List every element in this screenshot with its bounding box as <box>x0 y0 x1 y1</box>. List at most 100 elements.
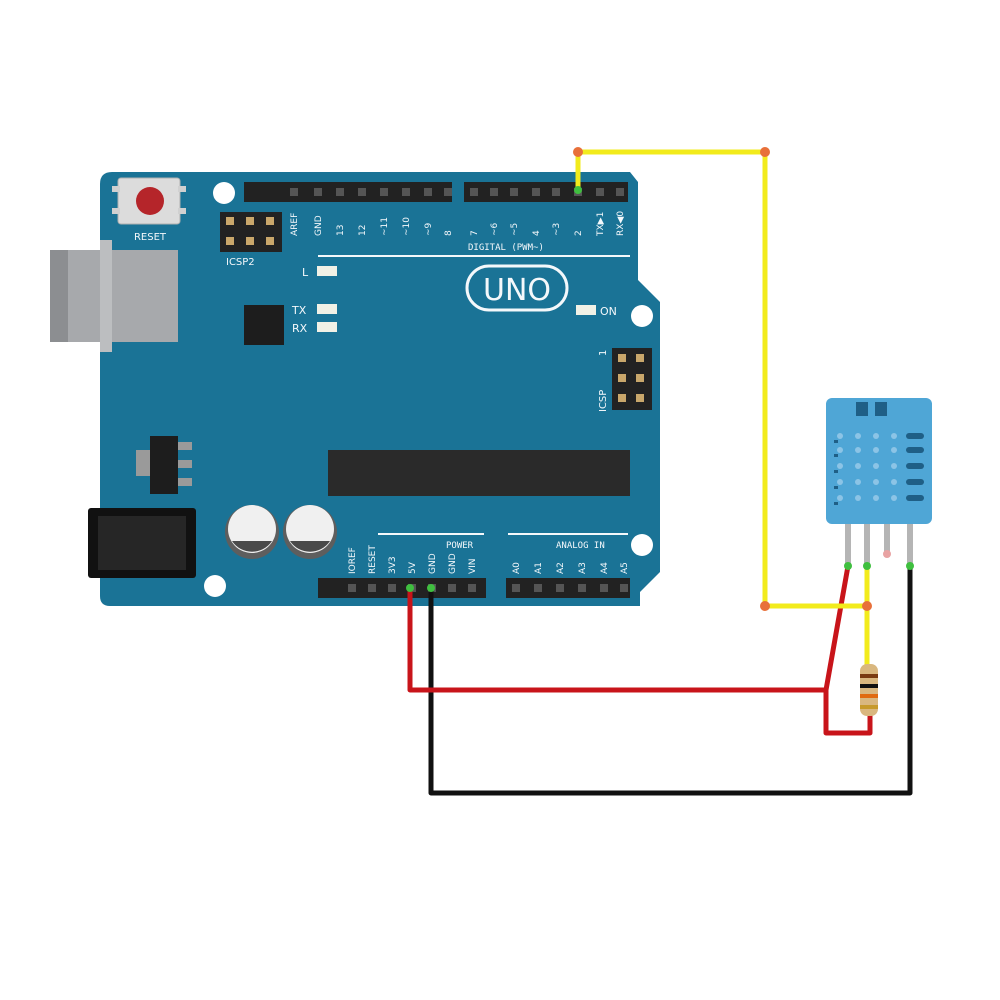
arduino-uno-board: RESET ICSP2 <box>50 172 660 606</box>
sensor-slot <box>834 440 838 443</box>
header-pin <box>512 584 520 592</box>
uno-logo: UNO <box>465 264 569 312</box>
sensor-vent <box>891 479 897 485</box>
pin-label: ~3 <box>552 223 562 236</box>
pin-label: 4 <box>532 230 542 236</box>
led-tx-label: TX <box>291 304 307 317</box>
pin-label: ~6 <box>490 222 500 236</box>
pin-label: AREF <box>290 213 300 236</box>
pin-label: GND <box>314 215 324 236</box>
header-pin <box>336 188 344 196</box>
pin-label: 7 <box>470 230 480 236</box>
pin-label: 2 <box>574 230 584 236</box>
board-pcb <box>100 172 660 606</box>
header-pin <box>468 584 476 592</box>
sensor-vent <box>873 463 879 469</box>
pin-label: VIN <box>468 558 478 574</box>
header-pin <box>578 584 586 592</box>
icsp-label: ICSP <box>598 390 609 412</box>
header-pin <box>596 188 604 196</box>
sensor-body <box>826 398 932 524</box>
sensor-vent <box>837 495 843 501</box>
sensor-vent <box>873 433 879 439</box>
header-pin <box>534 584 542 592</box>
pin-label: ~5 <box>510 223 520 236</box>
digital-label: DIGITAL (PWM~) <box>468 243 544 253</box>
sensor-vent <box>891 495 897 501</box>
sensor-vent <box>873 479 879 485</box>
header-pin <box>424 188 432 196</box>
pin-label: ~11 <box>380 217 390 236</box>
usb-controller-chip <box>244 305 284 345</box>
icsp2-label: ICSP2 <box>226 257 255 268</box>
digital-header-left <box>244 182 452 202</box>
mounting-hole <box>631 305 653 327</box>
dht11-sensor <box>826 398 932 564</box>
sensor-slot <box>906 463 924 469</box>
header-pin <box>600 584 608 592</box>
led-rx <box>317 322 337 332</box>
sensor-vent <box>855 495 861 501</box>
pin-label: ~10 <box>402 217 412 236</box>
uno-logo-text: UNO <box>483 273 551 308</box>
reset-label: RESET <box>134 232 167 243</box>
pin-label: A0 <box>512 562 522 574</box>
header-pin <box>388 584 396 592</box>
header-pin <box>402 188 410 196</box>
icsp-header <box>612 348 652 410</box>
header-pin <box>532 188 540 196</box>
atmega328-chip <box>328 450 630 496</box>
pin-label: GND <box>428 553 438 574</box>
sensor-vent <box>855 433 861 439</box>
sensor-vent <box>855 463 861 469</box>
pullup-resistor <box>860 664 878 716</box>
pin-label: 13 <box>336 225 346 236</box>
led-l <box>317 266 337 276</box>
pin-label: A3 <box>578 562 588 574</box>
power-wire <box>407 565 851 693</box>
led-tx <box>317 304 337 314</box>
sensor-slot <box>906 495 924 501</box>
sensor-vent <box>855 447 861 453</box>
pin-label: RX◀0 <box>616 211 626 236</box>
header-pin <box>358 188 366 196</box>
sensor-slot <box>834 470 838 473</box>
sensor-vent <box>873 447 879 453</box>
icsp-pin1-label: 1 <box>598 350 609 356</box>
pin-label: 5V <box>408 561 418 574</box>
header-pin <box>368 584 376 592</box>
pin-label: A5 <box>620 562 630 574</box>
header-pin <box>552 188 560 196</box>
pin-label: A4 <box>600 562 610 574</box>
sensor-slot <box>834 486 838 489</box>
sensor-slot <box>834 502 838 505</box>
led-on-label: ON <box>600 305 617 318</box>
sensor-vent <box>891 433 897 439</box>
sensor-slot <box>906 447 924 453</box>
sensor-vent <box>873 495 879 501</box>
sensor-legs <box>845 524 913 564</box>
pin-label: ~9 <box>424 222 434 236</box>
capacitor <box>225 505 279 559</box>
sensor-vent <box>891 463 897 469</box>
usb-connector <box>50 240 178 352</box>
reset-button <box>112 177 186 225</box>
led-rx-label: RX <box>292 322 308 335</box>
led-l-label: L <box>302 266 309 279</box>
header-pin <box>556 584 564 592</box>
mounting-hole <box>213 182 235 204</box>
power-jack <box>88 508 196 578</box>
header-pin <box>448 584 456 592</box>
header-pin <box>616 188 624 196</box>
power-header <box>318 578 486 598</box>
header-pin <box>490 188 498 196</box>
sensor-vent <box>891 447 897 453</box>
icsp2-header <box>220 212 282 252</box>
capacitor <box>283 505 337 559</box>
pin-label: TX▶1 <box>596 212 606 237</box>
header-pin <box>348 584 356 592</box>
pullup-power-wire <box>823 690 873 736</box>
header-pin <box>290 188 298 196</box>
pin-label: GND <box>448 553 458 574</box>
